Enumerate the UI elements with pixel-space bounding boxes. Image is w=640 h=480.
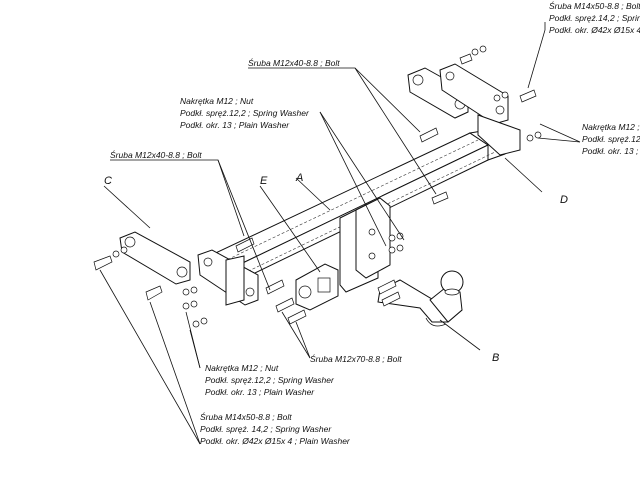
part-letter-c: C <box>104 175 112 187</box>
label-line: Śruba M12x70-8.8 ; Bolt <box>310 353 402 364</box>
label-line: Podkł. okr. 13 ; Plain Washer <box>205 387 315 397</box>
label-line: Podkł. okr. Ø42x Ø15x 4 ; Plain Washer <box>549 25 640 35</box>
label-bolt-bottom: Śruba M14x50-8.8 ; Bolt Podkł. spręż. 14… <box>200 411 351 446</box>
label-nut-top: Nakrętka M12 ; Nut Podkł. spręż.12,2 ; S… <box>180 96 310 130</box>
label-line: Podkł. spręż.14,2 ; Spring Washer <box>549 13 640 23</box>
label-bolt-m12-top: Śruba M12x40-8.8 ; Bolt <box>248 57 340 68</box>
label-line: Podkł. spręż.12,2 ; Spring Washer <box>205 375 335 385</box>
label-line: Podkł. okr. 13 ; Plain Washer <box>180 120 290 130</box>
label-line: Podkł. okr. Ø42x Ø15x 4 ; Plain Washer <box>200 436 351 446</box>
washers-and-nuts <box>112 45 542 328</box>
label-bolt-m12x70: Śruba M12x70-8.8 ; Bolt <box>310 353 402 364</box>
socket-plate-part-e <box>295 263 339 311</box>
label-line: Śruba M14x50-8.8 ; Bolt <box>549 0 640 11</box>
label-line: Śruba M14x50-8.8 ; Bolt <box>200 411 292 422</box>
part-letter-b: B <box>492 352 499 364</box>
label-line: Podkł. okr. 13 ; Plain Washer <box>582 146 640 156</box>
label-line: Nakrętka M12 ; Nut <box>180 96 254 106</box>
part-letter-a: A <box>295 172 303 184</box>
label-bolt-m12-left: Śruba M12x40-8.8 ; Bolt <box>110 149 202 160</box>
label-line: Nakrętka M12 ; Nut <box>205 363 279 373</box>
center-mount-bracket <box>339 197 391 293</box>
part-letter-e: E <box>260 175 268 187</box>
label-line: Śruba M12x40-8.8 ; Bolt <box>110 149 202 160</box>
leader-lines <box>99 22 581 445</box>
label-bolt-top-right: Śruba M14x50-8.8 ; Bolt Podkł. spręż.14,… <box>549 0 640 35</box>
label-line: Nakrętka M12 ; Nut <box>582 122 640 132</box>
left-bracket-part-c <box>119 231 259 306</box>
label-line: Śruba M12x40-8.8 ; Bolt <box>248 57 340 68</box>
bolts <box>93 53 537 325</box>
label-line: Podkł. spręż. 14,2 ; Spring Washer <box>200 424 332 434</box>
part-letter-d: D <box>560 194 568 206</box>
label-line: Podkł. spręż.12,2 ; Spring Washer <box>180 108 310 118</box>
label-nut-right: Nakrętka M12 ; Nut Podkł. spręż.12,2 ; S… <box>582 122 640 156</box>
right-bracket-part-d <box>407 63 521 156</box>
label-nut-bottom: Nakrętka M12 ; Nut Podkł. spręż.12,2 ; S… <box>205 363 335 397</box>
label-line: Podkł. spręż.12,2 ; Spring Washer <box>582 134 640 144</box>
tow-ball-part-b <box>377 270 464 327</box>
